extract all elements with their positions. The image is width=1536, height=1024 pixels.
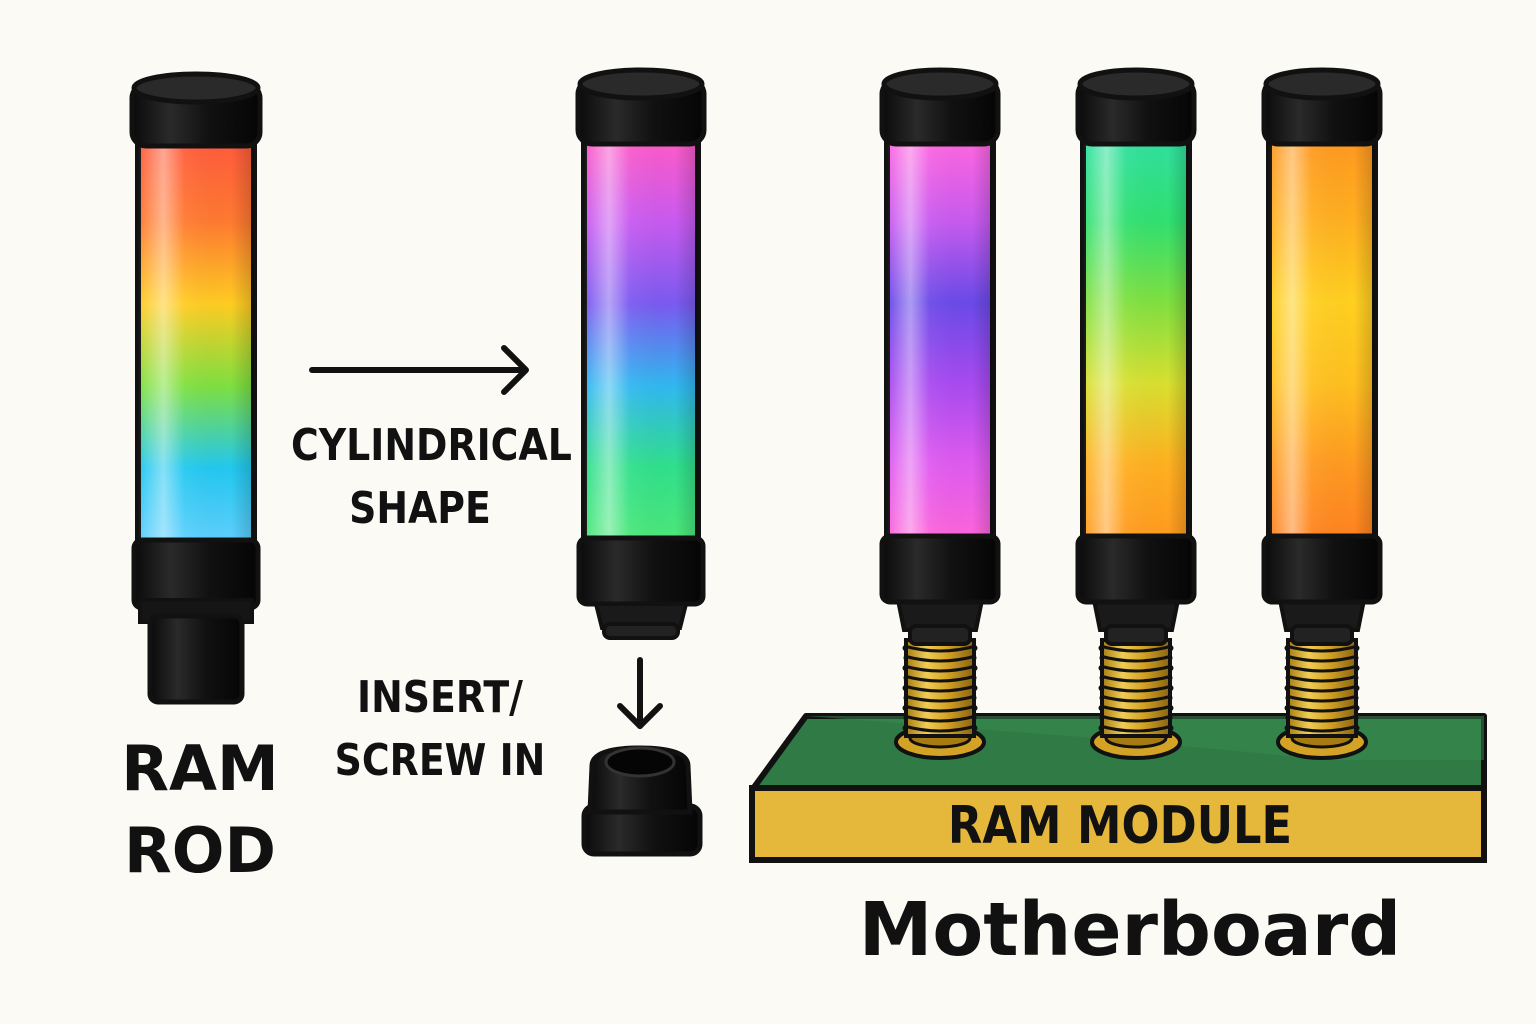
socket-piece [581, 745, 703, 857]
ram-rod-middle [575, 67, 707, 640]
arrow-right-icon [309, 345, 529, 395]
insert-screw-label-line2: SCREW IN [334, 735, 546, 786]
arrow-down-icon [617, 657, 663, 729]
ram-rod-left [129, 71, 263, 705]
motherboard-label: Motherboard [858, 887, 1402, 973]
ram-rod-label-line1: RAM [121, 732, 279, 805]
cylindrical-shape-label-line2: SHAPE [349, 483, 491, 534]
ram-rod-orange [1261, 67, 1383, 760]
ram-module-label: RAM MODULE [947, 796, 1293, 856]
cylindrical-shape-label-line1: CYLINDRICAL [291, 420, 572, 471]
ram-rod-green [1075, 67, 1197, 760]
ram-rod-purple [879, 67, 1001, 760]
ram-rod-label-line2: ROD [124, 814, 276, 887]
insert-screw-label-line1: INSERT/ [357, 672, 523, 723]
